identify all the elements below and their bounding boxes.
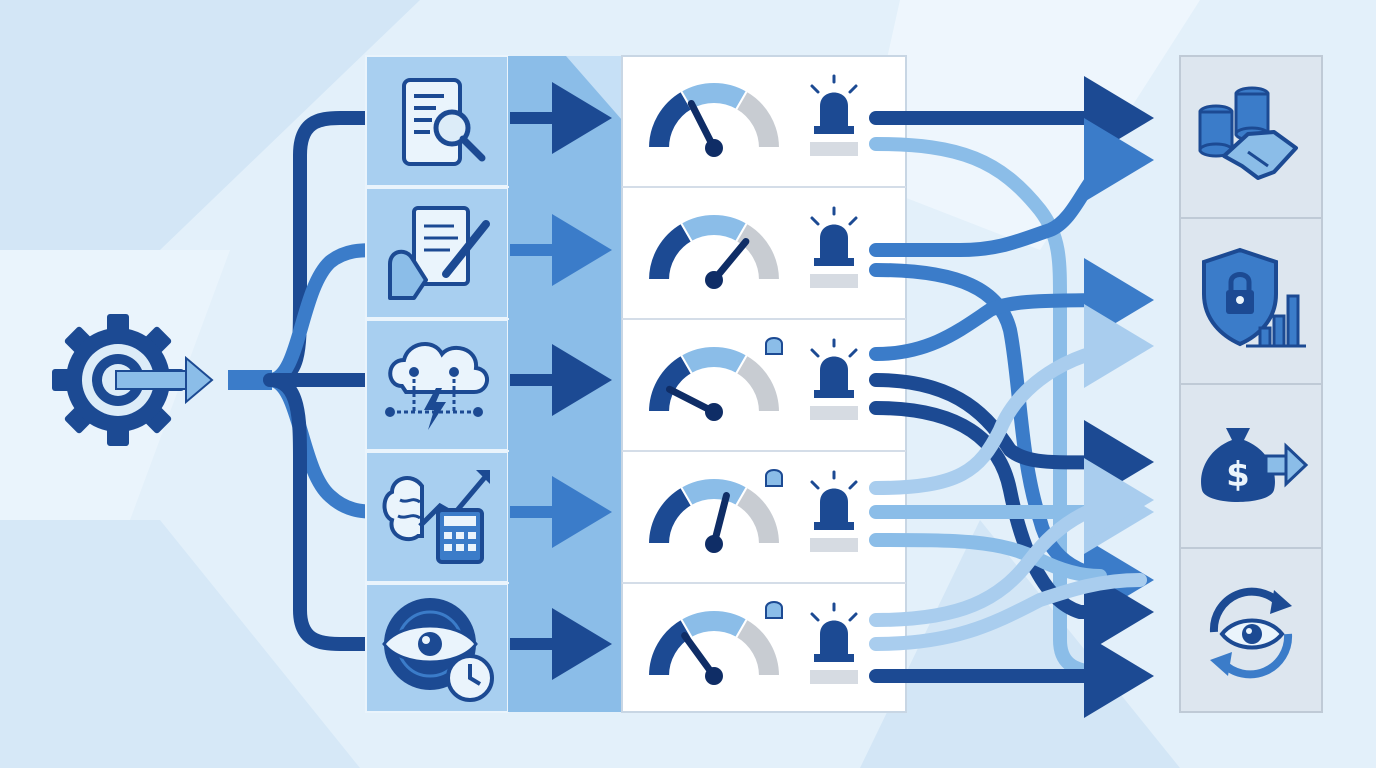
gauges <box>646 74 858 685</box>
coins-handshake-icon <box>1198 86 1298 180</box>
gauge-2 <box>646 337 858 421</box>
beacon-dome <box>820 224 848 258</box>
beacon-plate <box>810 142 858 156</box>
eye-cycle-icon <box>1209 587 1293 679</box>
alert-beacon-icon <box>810 338 858 420</box>
gauge-dividers <box>622 186 906 584</box>
beacon-base <box>814 258 854 266</box>
gauge-3 <box>646 469 858 553</box>
beacon-base <box>814 126 854 134</box>
gauge-hub <box>705 271 723 289</box>
step-row-2 <box>365 319 622 451</box>
beacon-dome <box>820 620 848 654</box>
cloud-network-icon <box>385 342 489 430</box>
gauge-hub <box>705 667 723 685</box>
small-alarm-icon <box>765 601 783 619</box>
gauge-1 <box>646 206 858 289</box>
outcome-1 <box>1202 247 1306 348</box>
contract-sign-icon <box>388 206 490 300</box>
beacon-ray <box>848 216 858 226</box>
gauge-hub <box>705 535 723 553</box>
beacon-ray <box>848 480 858 490</box>
gauge-4 <box>646 601 858 685</box>
beacon-dome <box>820 356 848 390</box>
beacon-ray <box>848 612 858 622</box>
beacon-ray <box>810 84 820 94</box>
shield-lock-chart-icon <box>1202 247 1306 348</box>
alert-beacon-icon <box>810 74 858 156</box>
beacon-base <box>814 522 854 530</box>
small-alarm-icon <box>765 337 783 355</box>
alert-beacon-icon <box>810 206 858 288</box>
beacon-dome <box>820 92 848 126</box>
beacon-ray <box>810 348 820 358</box>
gauge-segment-high <box>734 221 782 281</box>
beacon-ray <box>810 216 820 226</box>
money-bag-arrow-icon: $ <box>1201 428 1309 502</box>
outcome-2: $ <box>1201 428 1309 502</box>
outcome-3 <box>1209 587 1293 679</box>
svg-text:$: $ <box>1226 455 1250 495</box>
radar-eye-clock-icon <box>382 598 494 702</box>
gauge-0 <box>646 74 858 157</box>
beacon-base <box>814 390 854 398</box>
gauge-hub <box>705 139 723 157</box>
gauge-segment-high <box>734 89 782 149</box>
output-flows <box>869 76 1154 718</box>
gauge-segment-high <box>734 617 782 677</box>
beacon-ray <box>848 348 858 358</box>
outcome-dividers <box>1180 217 1322 549</box>
small-alarm-icon <box>765 469 783 487</box>
alert-beacon-icon <box>810 470 858 552</box>
beacon-base <box>814 654 854 662</box>
beacon-ray <box>810 612 820 622</box>
beacon-plate <box>810 406 858 420</box>
beacon-plate <box>810 538 858 552</box>
gauge-hub <box>705 403 723 421</box>
outcome-0 <box>1198 86 1298 180</box>
beacon-plate <box>810 670 858 684</box>
gauge-segment-high <box>734 353 782 413</box>
alert-beacon-icon <box>810 602 858 684</box>
step-arrows <box>510 82 612 680</box>
brain-calculator-icon <box>382 470 490 564</box>
gauge-segment-high <box>734 485 782 545</box>
beacon-ray <box>810 480 820 490</box>
beacon-dome <box>820 488 848 522</box>
document-search-icon <box>402 78 486 166</box>
beacon-plate <box>810 274 858 288</box>
beacon-ray <box>848 84 858 94</box>
gear-arrow-icon <box>52 314 214 446</box>
